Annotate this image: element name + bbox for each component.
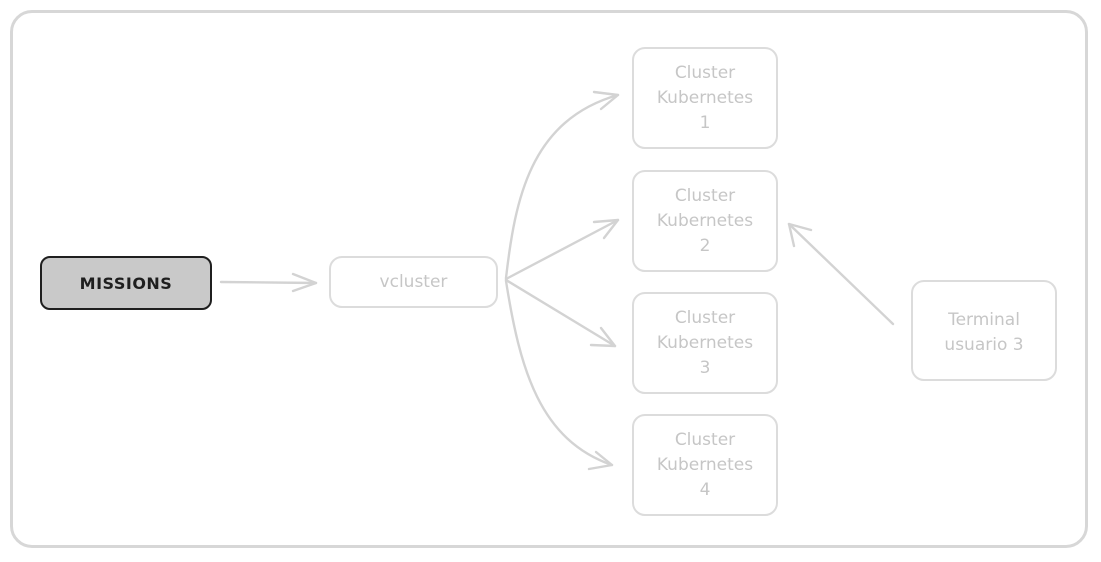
edge-missions-vcluster [219, 280, 318, 285]
arrowhead-terminal-cluster-2 [787, 222, 813, 248]
node-cluster-4-label: Cluster Kubernetes 4 [656, 429, 754, 500]
edge-vcluster-cluster-2 [504, 218, 620, 281]
edge-terminal-cluster-2 [787, 222, 895, 326]
arrowhead-cluster-2 [592, 218, 620, 240]
node-cluster-kubernetes-2[interactable]: Cluster Kubernetes 2 [632, 170, 778, 272]
node-vcluster[interactable]: vcluster [329, 256, 498, 308]
node-vcluster-label: vcluster [379, 271, 448, 292]
node-missions[interactable]: MISSIONS [40, 256, 212, 310]
node-cluster-kubernetes-1[interactable]: Cluster Kubernetes 1 [632, 47, 778, 149]
edge-vcluster-cluster-4 [504, 279, 614, 467]
node-missions-label: MISSIONS [79, 273, 173, 293]
node-cluster-kubernetes-3[interactable]: Cluster Kubernetes 3 [632, 292, 778, 394]
diagram-frame [10, 10, 1088, 548]
arrowhead-cluster-4 [587, 450, 614, 471]
node-cluster-3-label: Cluster Kubernetes 3 [656, 307, 754, 378]
arrowhead-cluster-3 [589, 326, 617, 348]
arrowhead-cluster-1 [592, 90, 620, 111]
arrowhead-vcluster [291, 272, 318, 293]
node-terminal-usuario-3[interactable]: Terminal usuario 3 [911, 280, 1057, 381]
node-terminal-label: Terminal usuario 3 [944, 309, 1024, 355]
edge-vcluster-cluster-1 [504, 93, 620, 280]
node-cluster-1-label: Cluster Kubernetes 1 [656, 62, 754, 133]
edge-vcluster-cluster-3 [504, 278, 617, 348]
node-cluster-kubernetes-4[interactable]: Cluster Kubernetes 4 [632, 414, 778, 516]
node-cluster-2-label: Cluster Kubernetes 2 [656, 185, 754, 256]
